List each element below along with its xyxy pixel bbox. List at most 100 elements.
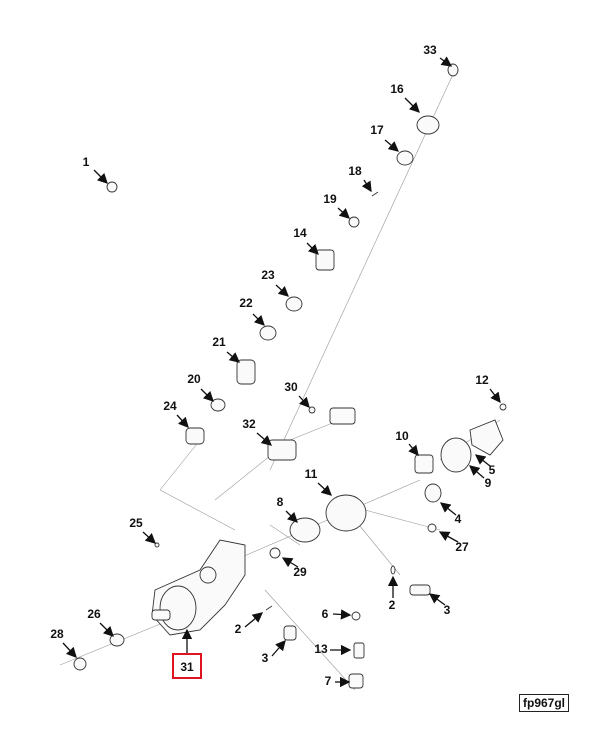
callout-arrow	[438, 531, 459, 543]
callout-label-26: 26	[87, 607, 101, 621]
callout-arrow	[404, 97, 420, 113]
callout-arrow	[317, 482, 332, 496]
callout-label-4: 4	[455, 512, 462, 526]
part-31-shaft	[151, 609, 171, 621]
callout-arrow	[298, 395, 310, 408]
callout-label-9: 9	[485, 476, 492, 490]
part-26-washer	[109, 633, 125, 647]
callout-label-30: 30	[284, 380, 298, 394]
part-2-seal	[390, 565, 396, 575]
callout-label-3: 3	[444, 603, 451, 617]
callout-arrow	[281, 557, 299, 568]
callout-label-33: 33	[423, 43, 437, 57]
callout-arrow	[271, 640, 286, 657]
callout-label-6: 6	[322, 607, 329, 621]
callout-label-24: 24	[163, 399, 177, 413]
callout-label-28: 28	[50, 627, 64, 641]
part-3-fitting-left	[283, 625, 297, 641]
callout-arrow	[244, 612, 264, 628]
part-19-nut	[348, 216, 360, 228]
part-33-plug	[447, 63, 459, 77]
callout-arrow	[252, 313, 265, 326]
part-10-gear	[414, 454, 434, 474]
callout-arrow	[62, 642, 77, 658]
callout-label-20: 20	[187, 372, 201, 386]
leader-line	[364, 509, 441, 531]
part-12-screw	[499, 403, 507, 411]
callout-arrow	[256, 432, 272, 446]
callout-arrow	[99, 622, 114, 637]
callout-label-1: 1	[83, 155, 90, 169]
part-24-housing	[185, 427, 205, 445]
callout-arrow	[428, 593, 446, 606]
callout-label-13: 13	[314, 642, 328, 656]
part-3-fitting	[409, 584, 431, 596]
part-2-seal-left	[265, 605, 273, 611]
callout-label-12: 12	[475, 373, 489, 387]
leader-line	[159, 489, 236, 531]
leader-line	[264, 589, 356, 691]
callout-arrow	[439, 502, 457, 516]
part-28-nut	[73, 657, 87, 671]
callout-label-8: 8	[277, 495, 284, 509]
callout-label-27: 27	[455, 540, 469, 554]
part-9-gasket	[440, 437, 472, 473]
part-14-valve	[315, 249, 335, 271]
callout-arrow	[226, 351, 240, 363]
callout-arrow	[469, 465, 485, 479]
part-16-fitting	[416, 115, 440, 135]
callout-label-23: 23	[261, 268, 275, 282]
callout-arrow	[384, 139, 399, 152]
callout-label-25: 25	[129, 516, 143, 530]
callout-arrow	[285, 510, 298, 523]
callout-label-16: 16	[390, 82, 404, 96]
part-30-screw	[308, 406, 316, 414]
callout-label-22: 22	[239, 296, 253, 310]
callout-label-3: 3	[262, 651, 269, 665]
callout-label-32: 32	[242, 417, 256, 431]
callout-arrow	[439, 56, 453, 67]
callout-arrow	[332, 609, 352, 620]
part-31-pump-flange	[159, 585, 197, 631]
part-11-pump-head	[325, 494, 367, 532]
callout-arrow	[489, 388, 501, 404]
callout-arrow	[306, 242, 319, 255]
part-22-o-ring	[259, 325, 277, 341]
part-25-pin	[154, 542, 160, 548]
part-4-gear	[424, 483, 442, 503]
part-29-nut	[269, 547, 281, 559]
part-13-spring	[353, 642, 365, 659]
part-6-screw	[351, 611, 361, 621]
callout-label-19: 19	[323, 192, 337, 206]
callout-arrow	[408, 443, 419, 457]
part-1-bolt	[106, 181, 118, 193]
part-32-sensor	[267, 439, 297, 461]
part-23-o-ring	[285, 296, 303, 312]
callout-label-17: 17	[370, 123, 384, 137]
part-20-ring	[210, 398, 226, 412]
part-8-o-ring	[289, 517, 321, 543]
leader-line	[269, 524, 301, 546]
callout-label-29: 29	[293, 565, 307, 579]
callout-arrow	[93, 169, 108, 184]
callout-arrow	[176, 414, 189, 428]
callout-label-2: 2	[389, 598, 396, 612]
callout-arrow	[337, 207, 350, 219]
leader-line	[159, 439, 201, 491]
callout-arrow	[200, 388, 214, 402]
callout-label-31: 31	[180, 660, 194, 674]
callout-arrow	[142, 531, 156, 544]
callout-arrow	[275, 284, 289, 297]
callout-label-2: 2	[235, 622, 242, 636]
callout-label-10: 10	[395, 429, 409, 443]
callout-label-21: 21	[212, 335, 226, 349]
callout-label-11: 11	[305, 467, 318, 481]
part-5-cover	[469, 419, 504, 456]
part-7-plug	[348, 673, 364, 689]
callout-label-18: 18	[348, 164, 362, 178]
callout-label-5: 5	[489, 463, 496, 477]
part-31-port	[199, 566, 217, 584]
callout-arrow	[361, 179, 372, 193]
